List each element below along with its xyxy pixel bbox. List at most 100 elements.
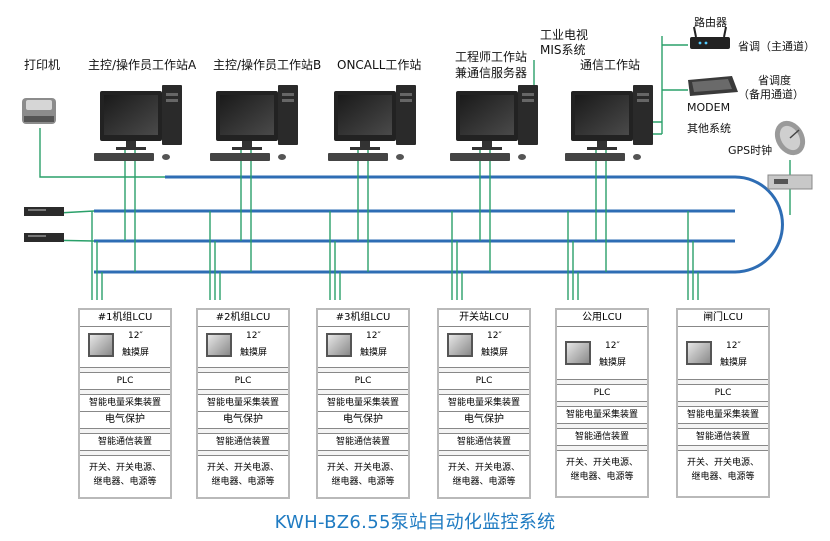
misc-line-2: 继电器、电源等 (691, 472, 755, 482)
network-bus (94, 175, 784, 274)
province-backup-label-1: 省调度 (758, 74, 791, 87)
protection-row: 电气保护 (198, 412, 288, 429)
plc-row: PLC (80, 373, 170, 390)
comm-row: 智能通信装置 (678, 429, 768, 446)
touch-screen-icon (88, 333, 114, 357)
lcu-title: #1机组LCU (80, 310, 170, 327)
screen-size: 12″ (246, 331, 261, 341)
touch-screen-icon (206, 333, 232, 357)
misc-box: 开关、开关电源、继电器、电源等 (318, 456, 408, 497)
energy-row: 智能电量采集装置 (318, 395, 408, 412)
misc-line-1: 开关、开关电源、 (88, 463, 161, 473)
screen-label: 触摸屏 (122, 348, 150, 358)
energy-row: 智能电量采集装置 (198, 395, 288, 412)
printer-label: 打印机 (24, 58, 61, 72)
comm-row: 智能通信装置 (318, 434, 408, 451)
router-icon (690, 26, 730, 49)
lcu-title: 开关站LCU (439, 310, 529, 327)
touch-screen: 12″ 触摸屏 (557, 327, 647, 380)
plc-row: PLC (678, 385, 768, 402)
misc-line-2: 继电器、电源等 (570, 472, 634, 482)
comm-row: 智能通信装置 (198, 434, 288, 451)
comm-row: 智能通信装置 (557, 429, 647, 446)
computer-icon (94, 85, 653, 161)
lcu-title: #3机组LCU (318, 310, 408, 327)
province-backup-label-2: （备用通道） (738, 88, 804, 101)
plc-row: PLC (557, 385, 647, 402)
touch-screen: 12″ 触摸屏 (80, 327, 170, 368)
misc-box: 开关、开关电源、继电器、电源等 (80, 456, 170, 497)
network-links (39, 36, 791, 300)
touch-screen-icon (326, 333, 352, 357)
lcu-cabinet: 公用LCU 12″ 触摸屏 PLC 智能电量采集装置 智能通信装置 开关、开关电… (555, 308, 649, 498)
printer-icon (22, 98, 56, 124)
lcu-cabinet: #2机组LCU 12″ 触摸屏 PLC 智能电量采集装置 电气保护 智能通信装置… (196, 308, 290, 499)
misc-box: 开关、开关电源、继电器、电源等 (557, 451, 647, 496)
touch-screen-icon (447, 333, 473, 357)
protection-row: 电气保护 (318, 412, 408, 429)
mis-label: MIS系统 (540, 43, 586, 57)
comm-station-label: 通信工作站 (580, 58, 641, 72)
energy-row: 智能电量采集装置 (557, 407, 647, 424)
screen-size: 12″ (487, 331, 502, 341)
touch-screen-icon (565, 341, 591, 365)
screen-label: 触摸屏 (360, 348, 388, 358)
comm-row: 智能通信装置 (80, 434, 170, 451)
switch-icon (24, 207, 64, 242)
touch-screen: 12″ 触摸屏 (318, 327, 408, 368)
lcu-title: 闸门LCU (678, 310, 768, 327)
energy-row: 智能电量采集装置 (80, 395, 170, 412)
province-main-label: 省调（主通道） (738, 40, 815, 53)
lcu-cabinet: 开关站LCU 12″ 触摸屏 PLC 智能电量采集装置 电气保护 智能通信装置 … (437, 308, 531, 499)
screen-size: 12″ (605, 341, 620, 351)
lcu-cabinet: 闸门LCU 12″ 触摸屏 PLC 智能电量采集装置 智能通信装置 开关、开关电… (676, 308, 770, 498)
lcu-cabinet: #3机组LCU 12″ 触摸屏 PLC 智能电量采集装置 电气保护 智能通信装置… (316, 308, 410, 499)
gps-clock-label: GPS时钟 (728, 144, 773, 157)
touch-screen-icon (686, 341, 712, 365)
lcu-title: #2机组LCU (198, 310, 288, 327)
misc-line-1: 开关、开关电源、 (447, 463, 520, 473)
misc-box: 开关、开关电源、继电器、电源等 (198, 456, 288, 497)
plc-row: PLC (318, 373, 408, 390)
touch-screen: 12″ 触摸屏 (439, 327, 529, 368)
screen-label: 触摸屏 (720, 358, 748, 368)
station-a-label: 主控/操作员工作站A (88, 58, 197, 72)
router-label: 路由器 (694, 16, 727, 29)
modem-label: MODEM (687, 101, 731, 114)
protection-row: 电气保护 (80, 412, 170, 429)
other-systems-label: 其他系统 (687, 122, 731, 135)
screen-size: 12″ (128, 331, 143, 341)
screen-label: 触摸屏 (240, 348, 268, 358)
misc-line-2: 继电器、电源等 (331, 477, 395, 487)
touch-screen: 12″ 触摸屏 (198, 327, 288, 368)
plc-row: PLC (198, 373, 288, 390)
plc-row: PLC (439, 373, 529, 390)
diagram-title: KWH-BZ6.55泵站自动化监控系统 (274, 512, 556, 533)
misc-line-1: 开关、开关电源、 (326, 463, 399, 473)
gps-clock-icon (767, 174, 813, 190)
modem-icon (688, 76, 738, 96)
lcu-cabinet: #1机组LCU 12″ 触摸屏 PLC 智能电量采集装置 电气保护 智能通信装置… (78, 308, 172, 499)
screen-size: 12″ (726, 341, 741, 351)
lcu-title: 公用LCU (557, 310, 647, 327)
engineer-label-line1: 工程师工作站 (455, 50, 528, 64)
station-b-label: 主控/操作员工作站B (213, 58, 322, 72)
screen-label: 触摸屏 (599, 358, 627, 368)
misc-line-1: 开关、开关电源、 (206, 463, 279, 473)
engineer-label-line2: 兼通信服务器 (455, 66, 528, 80)
satellite-dish-icon (774, 120, 806, 156)
misc-line-1: 开关、开关电源、 (686, 458, 759, 468)
misc-line-2: 继电器、电源等 (93, 477, 157, 487)
misc-line-1: 开关、开关电源、 (565, 458, 638, 468)
screen-label: 触摸屏 (481, 348, 509, 358)
screen-size: 12″ (366, 331, 381, 341)
misc-line-2: 继电器、电源等 (452, 477, 516, 487)
oncall-label: ONCALL工作站 (337, 58, 422, 72)
energy-row: 智能电量采集装置 (439, 395, 529, 412)
energy-row: 智能电量采集装置 (678, 407, 768, 424)
comm-row: 智能通信装置 (439, 434, 529, 451)
misc-line-2: 继电器、电源等 (211, 477, 275, 487)
misc-box: 开关、开关电源、继电器、电源等 (678, 451, 768, 496)
touch-screen: 12″ 触摸屏 (678, 327, 768, 380)
